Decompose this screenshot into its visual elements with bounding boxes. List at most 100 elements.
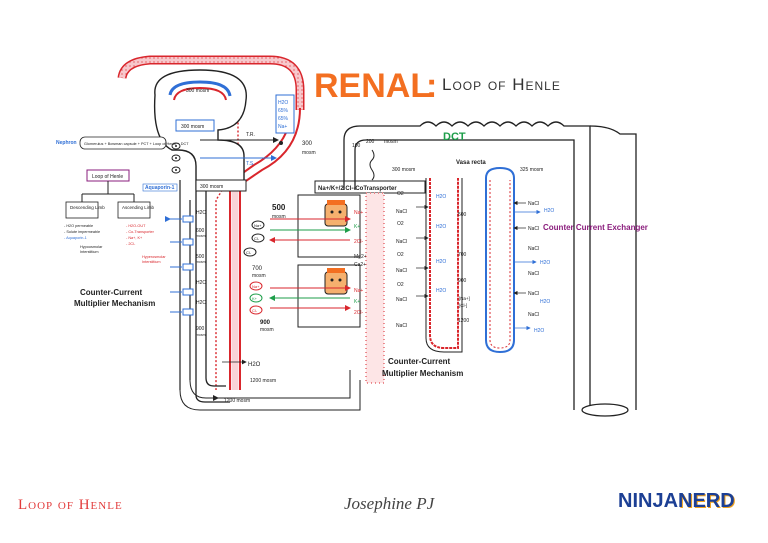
medulla-1200: 1200 mosm: [250, 378, 276, 384]
exchanger-label: Counter Current Exchanger: [543, 223, 648, 232]
tr-label: T.R.: [246, 132, 255, 138]
svg-text:600: 600: [196, 228, 205, 234]
svg-text:2Cl-: 2Cl-: [354, 310, 364, 316]
svg-text:H2O: H2O: [544, 208, 554, 214]
footer-topic: Loop of Henle: [18, 497, 123, 513]
osm-300-box: 300 mosm: [200, 184, 223, 190]
svg-text:900: 900: [260, 320, 271, 326]
svg-text:Counter-Current: Counter-Current: [388, 357, 451, 366]
svg-text:K+: K+: [354, 299, 360, 305]
title-main: RENAL: [314, 67, 431, 105]
dct-label: DCT: [443, 131, 466, 143]
svg-text:- 2Cl-: - 2Cl-: [126, 242, 136, 246]
aquaporins: H2O 600 mosm 500 mosm H2O H2O 900 mosm: [165, 210, 206, 337]
svg-text:NaCl: NaCl: [396, 268, 407, 274]
svg-text:H2O: H2O: [540, 299, 550, 305]
svg-text:- H2O-OUT: - H2O-OUT: [126, 224, 146, 228]
svg-text:NaCl: NaCl: [396, 209, 407, 215]
tubule-reabsorption: T.R. T.S. 300 mosm: [200, 132, 316, 167]
svg-text:mosm: mosm: [272, 214, 286, 220]
svg-text:H2O: H2O: [436, 194, 446, 200]
svg-text:mosm: mosm: [252, 273, 266, 279]
svg-text:200: 200: [366, 139, 375, 145]
medulla-h2o: H2O: [248, 362, 261, 368]
svg-text:900: 900: [458, 278, 467, 284]
svg-text:Multiplier Mechanism: Multiplier Mechanism: [74, 299, 155, 308]
svg-text:NaCl: NaCl: [528, 226, 539, 232]
logo-ninja: NINJA: [618, 490, 679, 512]
title-colon: :: [426, 67, 437, 105]
title-sub: Loop of Henle: [442, 75, 561, 94]
aquaporin-label: Aquaporin-1: [145, 185, 175, 191]
svg-text:H2O: H2O: [436, 224, 446, 230]
svg-text:Interstitium: Interstitium: [80, 250, 99, 254]
ascending-ions: 500 mosm Na+ Cl- Cl- 700 mosm Na+ K+ Cl-…: [243, 203, 286, 333]
svg-text:Descending Limb: Descending Limb: [70, 205, 105, 210]
svg-text:- H2O permeable: - H2O permeable: [64, 224, 93, 228]
svg-text:- Aquaporin-1: - Aquaporin-1: [64, 236, 87, 240]
svg-text:H2O: H2O: [196, 280, 206, 286]
ts-label: T.S.: [246, 161, 255, 167]
svg-text:[Cl-]: [Cl-]: [459, 303, 467, 308]
svg-text:- Solute impermeable: - Solute impermeable: [64, 230, 100, 234]
svg-text:NaCl: NaCl: [528, 246, 539, 252]
svg-text:Cl-: Cl-: [254, 236, 260, 241]
svg-text:Cl-: Cl-: [246, 250, 252, 255]
svg-text:NaCl: NaCl: [396, 297, 407, 303]
svg-text:mosm: mosm: [196, 333, 206, 337]
filtrate-box: H2O 65% 65% Na+: [275, 94, 295, 134]
svg-text:K+: K+: [252, 296, 258, 301]
dct-tubule: 100 200 mosm DCT: [343, 121, 637, 417]
svg-text:mosm: mosm: [260, 327, 274, 333]
svg-text:1200: 1200: [458, 318, 469, 324]
co-transporter-region: Na+/K+/2 Cl--CoTransporter Na+ K+ 2Cl- M…: [269, 180, 426, 384]
svg-text:O2: O2: [397, 191, 404, 197]
svg-text:H2O: H2O: [436, 259, 446, 265]
svg-text:mosm: mosm: [196, 234, 206, 238]
svg-text:NaCl: NaCl: [528, 312, 539, 318]
glomerulus-osm: 300 mosm: [186, 88, 209, 94]
loop-box: Loop of Henle Descending Limb Ascending …: [64, 169, 178, 264]
svg-text:700: 700: [458, 252, 467, 258]
svg-text:65%: 65%: [278, 116, 289, 122]
bowman-capsule: 300 mosm 300 mosm: [153, 69, 247, 191]
svg-text:65%: 65%: [278, 108, 289, 114]
svg-text:325 mosm: 325 mosm: [520, 167, 543, 173]
svg-text:- Co-Transporter: - Co-Transporter: [126, 230, 155, 234]
svg-text:H2O: H2O: [540, 260, 550, 266]
signature: Josephine PJ: [344, 494, 435, 513]
svg-text:mosm: mosm: [302, 150, 316, 156]
title: RENAL : Loop of Henle: [314, 67, 561, 105]
svg-text:O2: O2: [397, 252, 404, 258]
svg-text:Interstitium: Interstitium: [142, 260, 161, 264]
vasa-recta-label: Vasa recta: [456, 160, 486, 166]
svg-text:O2: O2: [397, 282, 404, 288]
aquaporin-1-channel: H2O: [165, 210, 206, 223]
svg-text:K+: K+: [354, 224, 360, 230]
nephron-definition: Nephron Glomerulus + Bowman capsule + PC…: [56, 136, 189, 150]
svg-text:Hyperosmolar: Hyperosmolar: [142, 255, 166, 259]
svg-text:Hypoosmolar: Hypoosmolar: [80, 245, 103, 249]
svg-text:H2O: H2O: [278, 100, 288, 106]
glomerulus-osm-box: 300 mosm: [181, 124, 204, 130]
loop-tubule: 300 mosm 1200 mosm H2O 1200 mosm: [179, 179, 361, 411]
svg-text:Na+: Na+: [254, 223, 262, 228]
svg-text:[Na+]: [Na+]: [459, 296, 470, 301]
svg-text:Ca2+: Ca2+: [354, 262, 366, 268]
svg-text:Loop of Henle: Loop of Henle: [92, 174, 123, 180]
svg-text:Na+: Na+: [252, 284, 260, 289]
svg-text:Na+: Na+: [354, 210, 363, 216]
svg-text:100: 100: [352, 143, 361, 149]
aquaporin-h2o-label: H2O: [196, 210, 206, 216]
svg-text:O2: O2: [397, 221, 404, 227]
svg-text:Na+: Na+: [278, 124, 287, 130]
svg-text:H2O: H2O: [436, 288, 446, 294]
svg-text:H2O: H2O: [534, 328, 544, 334]
nephron-label: Nephron: [56, 140, 77, 146]
svg-text:NaCl: NaCl: [396, 323, 407, 329]
svg-text:Counter-Current: Counter-Current: [80, 288, 143, 297]
nephron-desc: Glomerulus + Bowman capsule + PCT + Loop…: [84, 142, 189, 146]
svg-text:Na+: Na+: [354, 288, 363, 294]
svg-text:900: 900: [196, 326, 205, 332]
